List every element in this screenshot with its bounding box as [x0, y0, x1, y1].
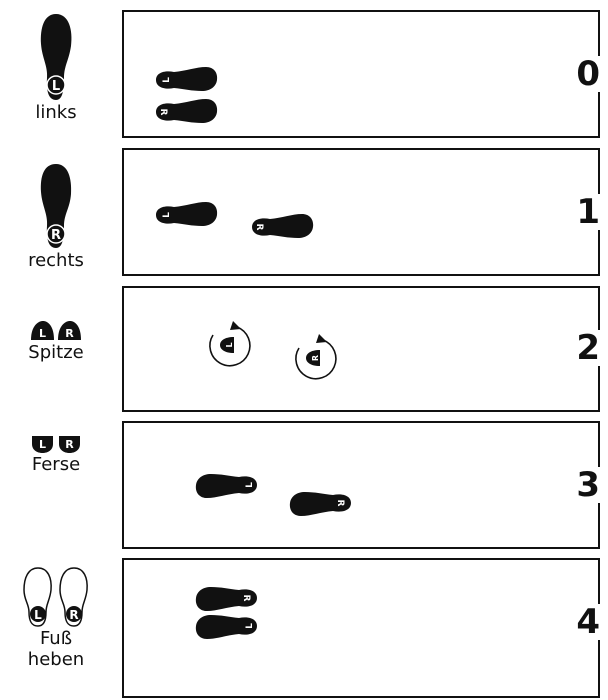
legend-toe: L R Spitze	[0, 318, 112, 363]
lift-foot-icon: L R	[18, 566, 94, 628]
step-panel-0: L R 0	[122, 10, 600, 138]
rotation-arrow-icon	[316, 334, 327, 343]
step-3-footprints: L R	[124, 423, 602, 551]
svg-text:L: L	[245, 482, 255, 488]
left-foot-icon: L	[36, 12, 76, 102]
lift-label-line1: Fuß	[0, 628, 112, 649]
step-panel-3: L R 3	[122, 421, 600, 549]
svg-text:R: R	[51, 228, 61, 243]
step-number-2: 2	[573, 330, 600, 366]
svg-text:L: L	[245, 623, 255, 629]
svg-text:L: L	[39, 438, 46, 451]
step-2-footprints: L R	[124, 288, 602, 414]
svg-text:L: L	[52, 79, 60, 94]
step-1-footprints: L R	[124, 150, 602, 278]
step-panel-4: R L 4	[122, 558, 600, 698]
lift-label-line2: heben	[0, 649, 112, 670]
svg-text:L: L	[162, 212, 172, 218]
right-toe-pivot: R	[296, 334, 336, 379]
legend-lift: L R Fuß heben	[0, 566, 112, 670]
svg-text:R: R	[65, 438, 74, 451]
step-number-4: 4	[573, 604, 600, 640]
step-panel-2: L R 2	[122, 286, 600, 412]
right-footprint: R	[252, 214, 313, 238]
legend-left-foot: L links	[0, 12, 112, 123]
toe-icon: L R	[26, 318, 86, 342]
left-toe-pivot: L	[210, 321, 250, 366]
step-0-footprints: L R	[124, 12, 602, 140]
right-footprint: R	[196, 587, 257, 611]
toe-label: Spitze	[0, 342, 112, 363]
svg-text:L: L	[162, 77, 172, 83]
svg-text:L: L	[34, 608, 42, 622]
svg-text:R: R	[69, 608, 78, 622]
step-number-3: 3	[573, 467, 600, 503]
svg-text:R: R	[254, 224, 264, 231]
svg-text:L: L	[39, 327, 46, 340]
left-footprint: L	[196, 615, 257, 639]
rotation-arrow-icon	[230, 321, 241, 330]
right-foot-icon: R	[36, 162, 76, 250]
right-footprint: R	[290, 492, 351, 516]
left-footprint: L	[156, 202, 217, 226]
right-foot-label: rechts	[0, 250, 112, 271]
step-panel-1: L R 1	[122, 148, 600, 276]
svg-text:R: R	[241, 595, 251, 602]
step-number-1: 1	[573, 194, 600, 230]
svg-text:R: R	[311, 355, 320, 361]
svg-text:L: L	[225, 342, 234, 347]
left-foot-label: links	[0, 102, 112, 123]
svg-text:R: R	[158, 109, 168, 116]
heel-icon: L R	[26, 434, 86, 454]
legend-heel: L R Ferse	[0, 434, 112, 475]
step-4-footprints: R L	[124, 560, 602, 700]
svg-text:R: R	[65, 327, 74, 340]
legend-right-foot: R rechts	[0, 162, 112, 271]
left-footprint: L	[196, 474, 257, 498]
heel-label: Ferse	[0, 454, 112, 475]
step-number-0: 0	[573, 56, 600, 92]
svg-text:R: R	[335, 500, 345, 507]
left-footprint: L	[156, 67, 217, 91]
right-footprint: R	[156, 99, 217, 123]
